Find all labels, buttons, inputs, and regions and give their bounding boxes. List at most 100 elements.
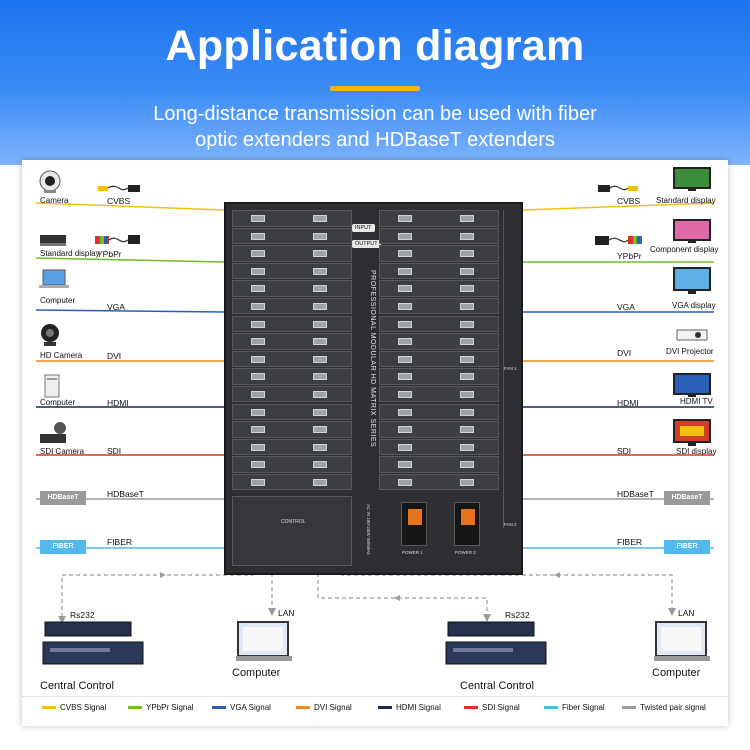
legend-label: CVBS Signal bbox=[60, 703, 107, 712]
legend-swatch bbox=[296, 706, 310, 710]
signal-label-dvi-left: DVI bbox=[107, 351, 122, 361]
legend-label: Fiber Signal bbox=[562, 703, 605, 712]
device-label-hdmi-tv: HDMI TV bbox=[680, 397, 713, 406]
input-card-slot bbox=[232, 438, 352, 456]
webcam-icon bbox=[41, 324, 59, 346]
device-label-vga-display: VGA display bbox=[672, 301, 716, 310]
page-title: Application diagram bbox=[165, 22, 585, 70]
device-label-computer-vga: Computer bbox=[40, 296, 76, 305]
arrow-rs232-right bbox=[483, 614, 491, 622]
line-cvbs-right bbox=[522, 202, 715, 211]
legend-label: YPbPr Signal bbox=[146, 703, 194, 712]
input-card-slot bbox=[232, 315, 352, 333]
output-card-slot bbox=[379, 456, 499, 473]
ac-rating-label: AC IN 100-240V 50/60Hz bbox=[366, 504, 371, 555]
signal-label-cvbs-right: CVBS bbox=[617, 196, 641, 206]
legend-item-fiber: Fiber Signal bbox=[544, 703, 605, 713]
computer-icon-left bbox=[236, 621, 292, 661]
output-card-slot bbox=[379, 368, 499, 385]
computer-label-right: Computer bbox=[652, 667, 701, 679]
signal-label-hdmi-right: HDMI bbox=[617, 398, 639, 408]
input-card-column bbox=[232, 210, 352, 492]
fiber-box-icon: FIBER bbox=[664, 540, 710, 554]
signal-label-hdbaset-right: HDBaseT bbox=[617, 489, 654, 499]
input-card-slot bbox=[232, 280, 352, 297]
signal-label-cvbs-left: CVBS bbox=[107, 196, 131, 206]
input-card-slot bbox=[232, 473, 352, 491]
power-2-label: POWER 2 bbox=[455, 550, 476, 555]
legend-swatch bbox=[128, 706, 142, 710]
cable-icons-right bbox=[595, 185, 642, 245]
power-switch-1[interactable] bbox=[408, 509, 422, 525]
desktop-tower-icon bbox=[44, 374, 60, 398]
monitor-icon bbox=[673, 267, 711, 294]
legend-item-dvi: DVI Signal bbox=[296, 703, 352, 713]
input-card-slot bbox=[232, 245, 352, 262]
rs232-label-right: Rs232 bbox=[505, 610, 530, 620]
input-card-slot bbox=[232, 350, 352, 368]
arrow-mid-2 bbox=[394, 595, 400, 601]
legend-swatch bbox=[544, 706, 558, 710]
device-label-standard-display-right: Standard display bbox=[656, 196, 716, 205]
output-card-slot bbox=[379, 227, 499, 245]
legend-item-hdmi: HDMI Signal bbox=[378, 703, 441, 713]
line-vga-left bbox=[35, 309, 225, 313]
device-label-component-display: Component display bbox=[650, 245, 719, 254]
arrow-rs232-left bbox=[58, 616, 66, 624]
line-cvbs-left bbox=[35, 202, 225, 211]
signal-label-dvi-right: DVI bbox=[617, 348, 632, 358]
central-control-unit-right bbox=[445, 621, 547, 665]
control-panel: CONTROL bbox=[232, 496, 352, 566]
fan-panel: FAN 1 FAN 2 bbox=[503, 210, 519, 528]
ypbpr-plug-icon-left bbox=[128, 235, 140, 244]
control-label: CONTROL bbox=[281, 519, 306, 525]
central-control-label-left: Central Control bbox=[40, 680, 114, 692]
central-control-label-right: Central Control bbox=[460, 680, 534, 692]
arrow-mid-1 bbox=[160, 572, 166, 578]
output-card-slot bbox=[379, 350, 499, 368]
legend-item-cvbs: CVBS Signal bbox=[42, 703, 106, 713]
power-module-2 bbox=[454, 502, 480, 546]
power-switch-2[interactable] bbox=[461, 509, 475, 525]
legend-item-twisted-pair: Twisted pair signal bbox=[622, 703, 706, 713]
legend-swatch bbox=[622, 706, 636, 710]
legend-label: DVI Signal bbox=[314, 703, 352, 712]
projector-icon bbox=[676, 329, 708, 341]
output-card-slot bbox=[379, 280, 499, 297]
input-card-slot bbox=[232, 421, 352, 438]
power-1-label: POWER 1 bbox=[402, 550, 423, 555]
power-module-1 bbox=[401, 502, 427, 546]
page-subtitle: Long-distance transmission can be used w… bbox=[0, 101, 750, 153]
legend-swatch bbox=[378, 706, 392, 710]
output-card-slot bbox=[379, 297, 499, 315]
legend-swatch bbox=[42, 706, 56, 710]
legend-label: VGA Signal bbox=[230, 703, 271, 712]
tv-icon bbox=[673, 373, 711, 397]
output-card-slot bbox=[379, 210, 499, 227]
arrow-lan-right bbox=[668, 608, 676, 616]
input-card-slot bbox=[232, 227, 352, 245]
output-card-slot bbox=[379, 403, 499, 421]
cvbs-connector-icon-left bbox=[98, 186, 108, 191]
output-card-slot bbox=[379, 473, 499, 491]
device-label-computer-hdmi: Computer bbox=[40, 398, 76, 407]
legend-item-ypbpr: YPbPr Signal bbox=[128, 703, 194, 713]
header-band bbox=[0, 0, 750, 165]
signal-label-fiber-left: FIBER bbox=[107, 537, 133, 547]
cvbs-connector-icon-right bbox=[628, 186, 638, 191]
output-card-slot bbox=[379, 438, 499, 456]
device-label-sdi-camera: SDI Camera bbox=[40, 447, 85, 456]
subtitle-line-1: Long-distance transmission can be used w… bbox=[153, 103, 597, 125]
hdbaset-box-icon: HDBaseT bbox=[40, 491, 86, 505]
device-label-hd-camera: HD Camera bbox=[40, 351, 83, 360]
device-label-standard-display: Standard display bbox=[40, 249, 100, 258]
camera-icon bbox=[39, 170, 61, 193]
signal-label-hdbaset-left: HDBaseT bbox=[107, 489, 144, 499]
legend-label: SDI Signal bbox=[482, 703, 520, 712]
signal-label-ypbpr-right: YPbPr bbox=[617, 251, 642, 261]
matrix-switcher-chassis: PROFESSIONAL MODULAR HD MATRIX SERIES IN… bbox=[224, 202, 523, 575]
legend-swatch bbox=[212, 706, 226, 710]
input-card-slot bbox=[232, 403, 352, 421]
title-underline bbox=[330, 86, 420, 91]
legend-item-sdi: SDI Signal bbox=[464, 703, 520, 713]
